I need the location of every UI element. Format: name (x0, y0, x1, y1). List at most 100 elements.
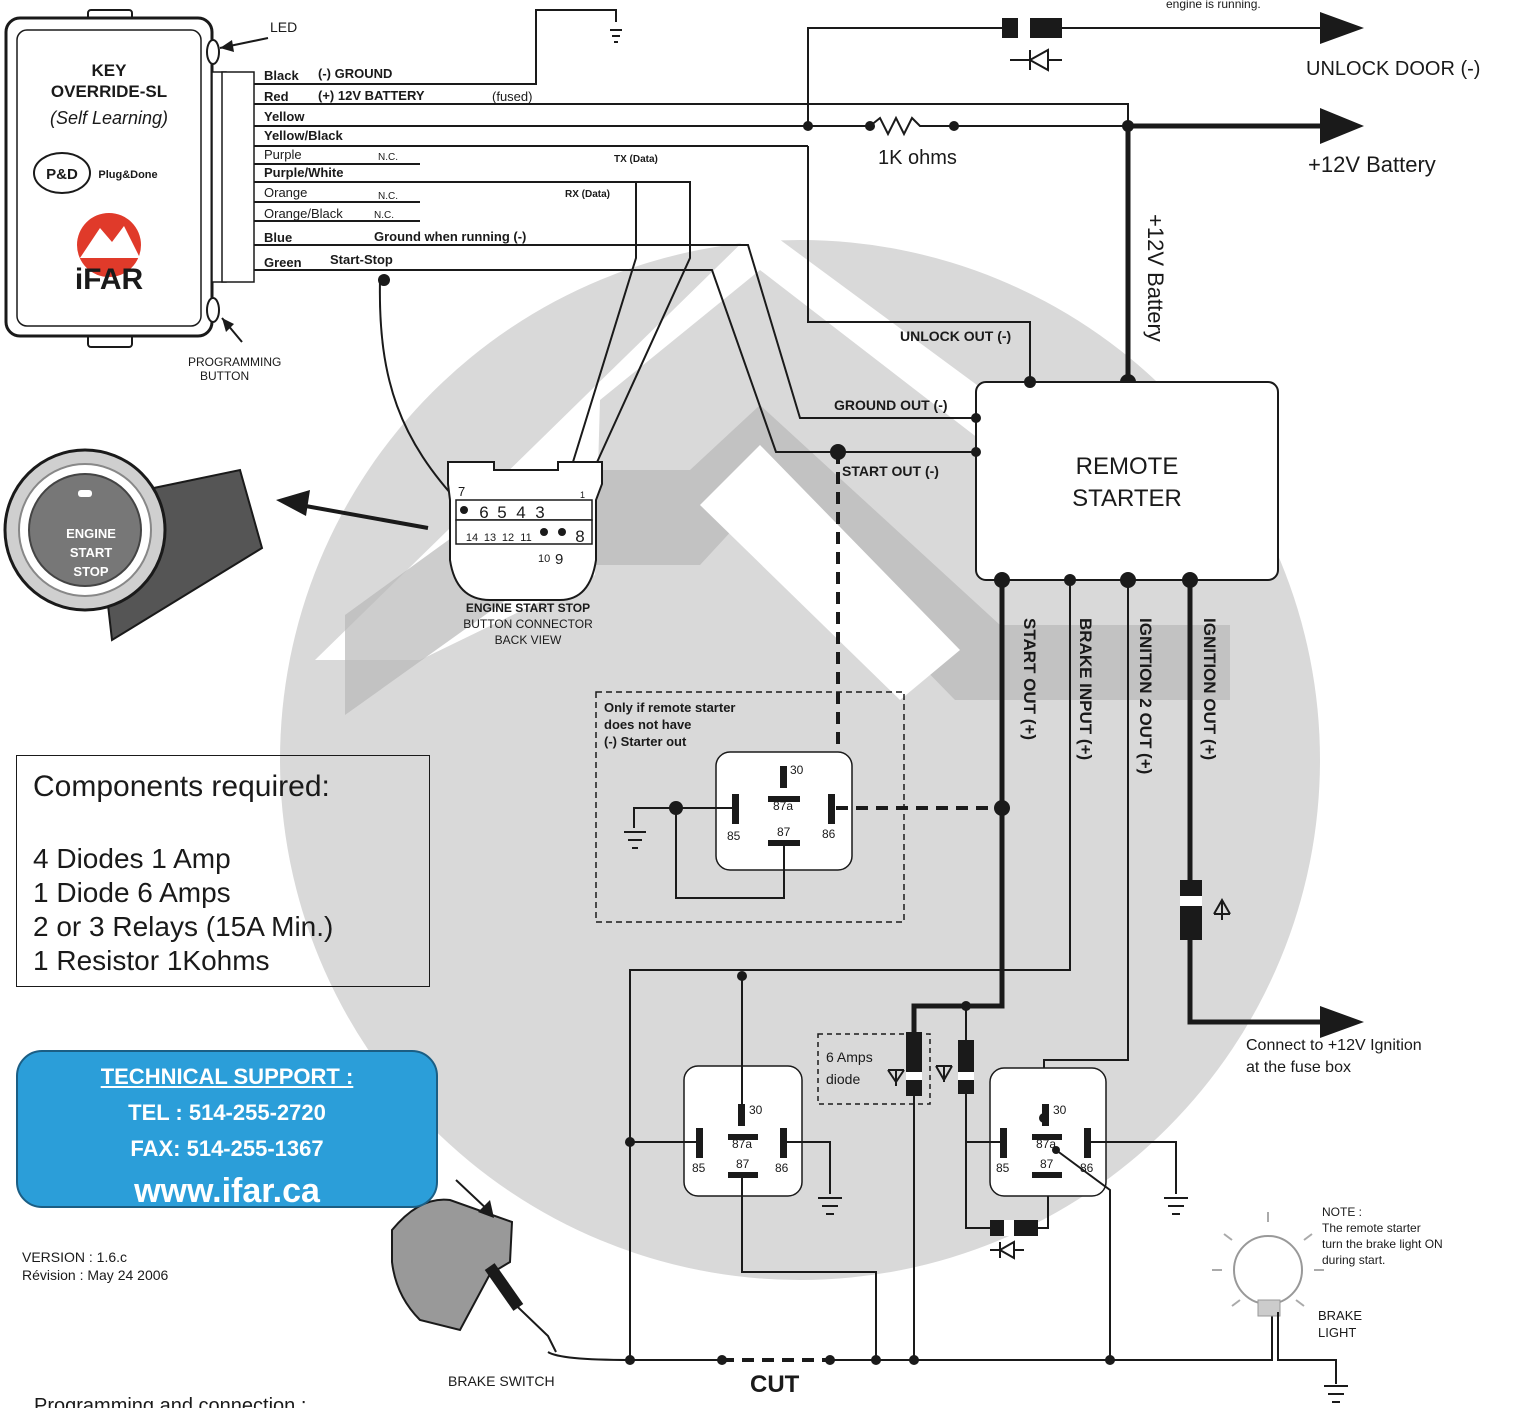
unlock-door-label: UNLOCK DOOR (-) (1306, 58, 1480, 80)
wire-orange-color: Orange (264, 185, 307, 200)
button-line3: STOP (73, 564, 108, 579)
connector-label-1: ENGINE START STOP (466, 601, 590, 615)
connector-label-3: BACK VIEW (495, 633, 562, 647)
rr-p30: 30 (1053, 1103, 1067, 1117)
ifar-logo-icon (77, 213, 141, 277)
light-bulb-icon (1212, 1212, 1324, 1317)
button-connector: 6 5 4 3 14 13 12 11 8 7 1 10 9 ENGINE ST… (447, 461, 603, 647)
rr-p85: 85 (996, 1161, 1010, 1175)
pin-3: 3 (535, 503, 544, 522)
revision-line: Révision : May 24 2006 (22, 1267, 169, 1283)
wire-blue-color: Blue (264, 230, 292, 245)
button-line1: ENGINE (66, 526, 116, 541)
connector-label-2: BUTTON CONNECTOR (463, 617, 593, 631)
component-item: 1 Diode 6 Amps (33, 877, 231, 908)
wire-black-desc: (-) GROUND (318, 66, 392, 81)
optional-relay-block: Only if remote starter does not have (-)… (595, 691, 1002, 923)
rl-p87: 87 (736, 1157, 750, 1171)
pin-8: 8 (575, 527, 584, 546)
brake-circuit: CUT BRAKE SWITCH (391, 1179, 1273, 1398)
brake-light-label-2: LIGHT (1318, 1325, 1356, 1340)
engine-start-stop-button: ENGINE START STOP (3, 448, 429, 642)
rr-p87: 87 (1040, 1157, 1054, 1171)
relay-right: 30 87a 87 85 86 (966, 1067, 1188, 1360)
brake-light: NOTE : The remote starter turn the brake… (1212, 1205, 1443, 1403)
brake-note-3: during start. (1322, 1253, 1385, 1267)
remote-starter-title-2: STARTER (1072, 485, 1182, 512)
ignition-connect-2: at the fuse box (1246, 1059, 1351, 1076)
footer-text: Programming and connection : (34, 1395, 306, 1408)
component-item: 2 or 3 Relays (15A Min.) (33, 911, 334, 942)
module-title-1: KEY (92, 61, 128, 80)
rl-p85: 85 (692, 1161, 706, 1175)
wire-purple-note: TX (Data) (614, 154, 658, 165)
components-box: Components required: 4 Diodes 1 Amp 1 Di… (16, 755, 430, 987)
rl-p86: 86 (775, 1161, 789, 1175)
pin-6: 6 (479, 503, 488, 522)
wire-green-color: Green (264, 255, 302, 270)
ignition-connect-1: Connect to +12V Ignition (1246, 1037, 1422, 1054)
start-out-label: START OUT (-) (842, 463, 939, 479)
battery-vertical-label: +12V Battery (1143, 214, 1168, 342)
unlock-out-label: UNLOCK OUT (-) (900, 328, 1011, 344)
wire-green-desc: Start-Stop (330, 252, 393, 267)
module-brand: iFAR (75, 263, 144, 296)
pin-1: 1 (580, 490, 585, 500)
wire-red-desc: (+) 12V BATTERY (318, 88, 425, 103)
pin-11: 11 (520, 532, 531, 544)
optional-note-2: does not have (604, 717, 691, 732)
ground-out-label: GROUND OUT (-) (834, 397, 948, 413)
rl-p87a: 87a (732, 1137, 752, 1151)
wire-purple-desc: N.C. (378, 152, 398, 163)
pd-text: Plug&Done (98, 169, 157, 181)
battery-line: +12V Battery +12V Battery (1120, 108, 1436, 390)
component-item: 1 Resistor 1Kohms (33, 945, 270, 976)
wire-orangeblack-color: Orange/Black (264, 206, 343, 221)
opt-p30: 30 (790, 763, 804, 777)
battery-right-label: +12V Battery (1308, 152, 1436, 177)
module-wires (254, 9, 1134, 507)
diode6-label-1: 6 Amps (826, 1049, 873, 1065)
wire-orange-note: RX (Data) (565, 189, 610, 200)
opt-p87a: 87a (773, 799, 793, 813)
support-web[interactable]: www.ifar.ca (134, 1172, 320, 1210)
wire-black-color: Black (264, 68, 299, 83)
component-item: 4 Diodes 1 Amp (33, 843, 231, 874)
brake-light-label-1: BRAKE (1318, 1308, 1362, 1323)
output-ignition2: IGNITION 2 OUT (+) (1136, 618, 1155, 774)
brake-note-1: The remote starter (1322, 1221, 1421, 1235)
wire-red-color: Red (264, 89, 289, 104)
pin-13: 13 (484, 532, 496, 544)
components-heading: Components required: (33, 770, 330, 803)
prog-label-2: BUTTON (200, 369, 249, 383)
wire-purple-color: Purple (264, 147, 302, 162)
wire-yellow-color: Yellow (264, 109, 305, 124)
optional-note-1: Only if remote starter (604, 700, 736, 715)
cut-label: CUT (750, 1371, 800, 1398)
resistor-label: 1K ohms (878, 147, 957, 169)
pin-10: 10 (538, 553, 550, 565)
diode6-label-2: diode (826, 1071, 860, 1087)
module-title-2: OVERRIDE-SL (51, 82, 167, 101)
remote-starter-title-1: REMOTE (1076, 453, 1179, 480)
unlock-door-circuit: engine is running. UNLOCK DOOR (-) UNLOC… (807, 0, 1480, 382)
wire-labels: Black (-) GROUND Red (+) 12V BATTERY (fu… (264, 66, 658, 270)
wire-orange-desc: N.C. (378, 191, 398, 202)
pin-9: 9 (555, 551, 563, 568)
support-tel: TEL : 514-255-2720 (128, 1100, 326, 1125)
wire-purplewhite-color: Purple/White (264, 165, 343, 180)
pd-badge: P&D (46, 166, 78, 183)
output-brake-input: BRAKE INPUT (+) (1076, 618, 1095, 760)
remote-starter-box: REMOTE STARTER GROUND OUT (-) START OUT … (834, 376, 1279, 774)
pin-5: 5 (497, 503, 506, 522)
prog-label-1: PROGRAMMING (188, 355, 281, 369)
button-line2: START (70, 545, 112, 560)
brake-switch-label: BRAKE SWITCH (448, 1373, 555, 1389)
module-title-3: (Self Learning) (50, 108, 168, 128)
pin-14: 14 (466, 532, 478, 544)
wire-red-note: (fused) (492, 89, 532, 104)
support-title: TECHNICAL SUPPORT : (100, 1064, 354, 1089)
output-start-out: START OUT (+) (1020, 618, 1039, 740)
pin-4: 4 (516, 503, 525, 522)
